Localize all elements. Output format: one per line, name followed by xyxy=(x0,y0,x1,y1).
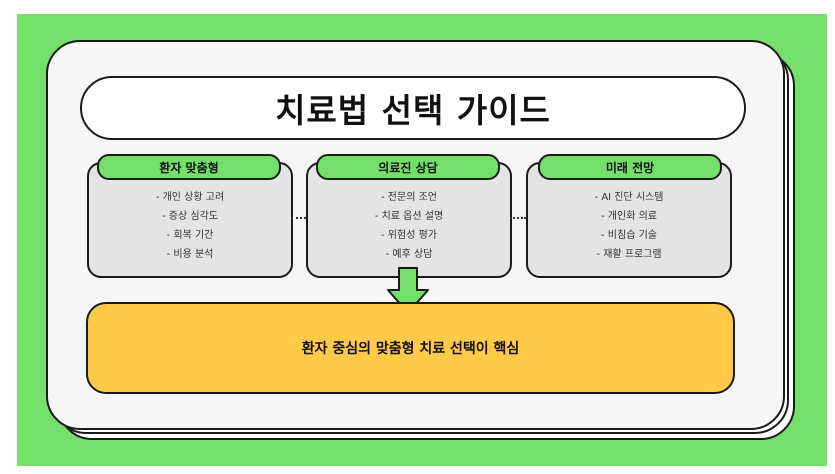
column-items-consult: - 전문의 조언 - 치료 옵션 설명 - 위험성 평가 - 예후 상담 xyxy=(308,188,510,264)
column-label-consult: 의료진 상담 xyxy=(316,154,500,180)
conclusion-box: 환자 중심의 맞춤형 치료 선택이 핵심 xyxy=(86,302,735,394)
connector-dots-right xyxy=(510,217,526,219)
list-item: - 전문의 조언 xyxy=(381,192,437,203)
column-items-patient: - 개인 상황 고려 - 증상 심각도 - 회복 기간 - 비용 분석 xyxy=(89,188,291,264)
list-item: - 위험성 평가 xyxy=(381,230,437,241)
column-label-future: 미래 전망 xyxy=(538,154,722,180)
list-item: - 회복 기간 xyxy=(166,230,214,241)
down-arrow-icon xyxy=(387,267,429,314)
column-box-patient xyxy=(87,162,293,278)
column-box-future xyxy=(526,162,732,278)
list-item: - 재활 프로그램 xyxy=(596,249,662,260)
list-item: - 개인화 의료 xyxy=(601,211,657,222)
conclusion-text: 환자 중심의 맞춤형 치료 선택이 핵심 xyxy=(301,341,520,357)
title-pill: 치료법 선택 가이드 xyxy=(80,76,746,140)
list-item: - 개인 상황 고려 xyxy=(155,192,225,203)
column-items-future: - AI 진단 시스템 - 개인화 의료 - 비침습 기술 - 재활 프로그램 xyxy=(528,188,730,264)
list-item: - 예후 상담 xyxy=(385,249,433,260)
list-item: - 비침습 기술 xyxy=(601,230,657,241)
list-item: - 비용 분석 xyxy=(166,249,214,260)
page-title: 치료법 선택 가이드 xyxy=(275,91,551,130)
list-item: - 치료 옵션 설명 xyxy=(374,211,444,222)
list-item: - AI 진단 시스템 xyxy=(594,192,664,203)
column-label-patient: 환자 맞춤형 xyxy=(97,154,281,180)
list-item: - 증상 심각도 xyxy=(162,211,218,222)
connector-dots-left xyxy=(291,217,306,219)
